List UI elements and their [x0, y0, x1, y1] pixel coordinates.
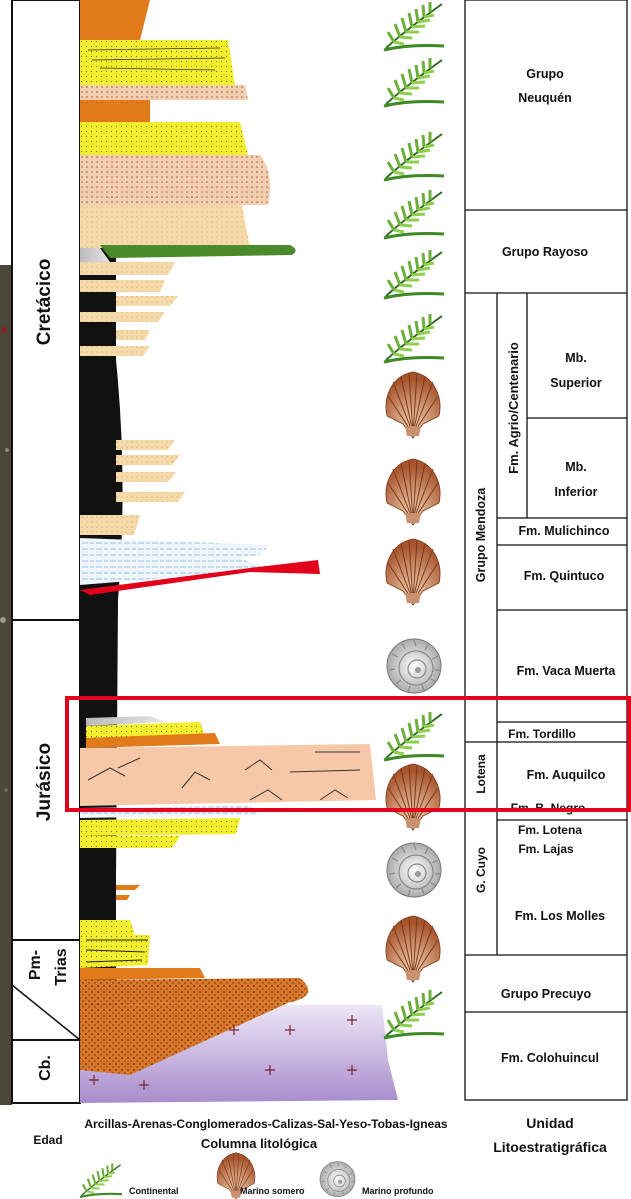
unit-label: Fm. Mulichinco: [519, 524, 610, 538]
unit-labels: Grupo Neuquén Grupo Rayoso Mb. Superior …: [474, 67, 616, 1065]
legend-continental: Continental: [129, 1186, 179, 1196]
unit-grupo-mendoza: Grupo Mendoza: [474, 487, 488, 582]
unit-label: Mb.: [565, 460, 587, 474]
unit-label: Fm. Quintuco: [524, 569, 605, 583]
green-lens: [100, 245, 296, 258]
fern-icon: [384, 58, 444, 106]
age-column: Cretácico Jurásico Pm- Trias Cb.: [12, 0, 80, 1103]
unit-label: Grupo: [526, 67, 564, 81]
unit-title: Unidad: [526, 1115, 573, 1131]
environment-icons: [384, 2, 444, 1038]
ammonite-icon: [387, 843, 441, 897]
age-trias: Trias: [53, 948, 70, 985]
unit-label: Fm. Lotena: [518, 823, 582, 837]
unit-label: Fm. Tordillo: [508, 727, 576, 741]
age-carboniferous: Cb.: [37, 1055, 54, 1081]
ammonite-icon: [320, 1162, 355, 1197]
fern-icon: [80, 1163, 122, 1197]
unit-g-cuyo: G. Cuyo: [474, 847, 488, 893]
age-permian: Pm-: [27, 950, 44, 980]
shell-icon: [386, 539, 440, 605]
sandstone-layer: [80, 40, 235, 85]
shell-icon: [386, 372, 440, 438]
unit-label: Fm. Vaca Muerta: [517, 664, 617, 678]
fern-icon: [384, 990, 444, 1038]
unit-label: Neuquén: [518, 91, 571, 105]
legend-marino-somero: Marino somero: [240, 1186, 305, 1196]
unit-label: Fm. Colohuincul: [501, 1051, 599, 1065]
column-title: Columna litológica: [201, 1136, 318, 1151]
shell-icon: [386, 459, 440, 525]
age-cretacico: Cretácico: [34, 259, 55, 346]
fern-icon: [384, 314, 444, 362]
shell-icon: [386, 916, 440, 982]
unit-label: Fm. Los Molles: [515, 909, 605, 923]
unit-label: Fm. Auquilco: [527, 768, 606, 782]
unit-label: Superior: [550, 376, 602, 390]
unit-lotena: Lotena: [474, 754, 488, 794]
lithology-legend: Arcillas-Arenas-Conglomerados-Calizas-Sa…: [84, 1117, 448, 1131]
units-column: [465, 0, 627, 1100]
unit-label: Inferior: [554, 485, 597, 499]
age-jurasico: Jurásico: [34, 743, 55, 821]
unit-label: Grupo Precuyo: [501, 987, 592, 1001]
fern-icon: [384, 2, 444, 50]
fern-icon: [384, 132, 444, 180]
unit-label: Fm. Lajas: [518, 842, 574, 856]
unit-title-2: Litoestratigráfica: [493, 1139, 607, 1155]
fern-icon: [384, 190, 444, 238]
environment-legend: Continental Marino somero Marino profund…: [80, 1153, 434, 1199]
gypsum-layer: [80, 744, 376, 806]
lithology-column: [80, 0, 398, 1103]
age-title: Edad: [33, 1133, 62, 1147]
unit-label: Mb.: [565, 351, 587, 365]
unit-label: Grupo Rayoso: [502, 245, 588, 259]
fern-icon: [384, 250, 444, 298]
ammonite-icon: [387, 639, 441, 693]
fern-icon: [384, 712, 444, 760]
legend-marino-profundo: Marino profundo: [362, 1186, 434, 1196]
shell-icon: [386, 764, 440, 830]
conglomerate-layer: [80, 0, 150, 40]
unit-fm-agrio: Fm. Agrio/Centenario: [506, 342, 521, 474]
